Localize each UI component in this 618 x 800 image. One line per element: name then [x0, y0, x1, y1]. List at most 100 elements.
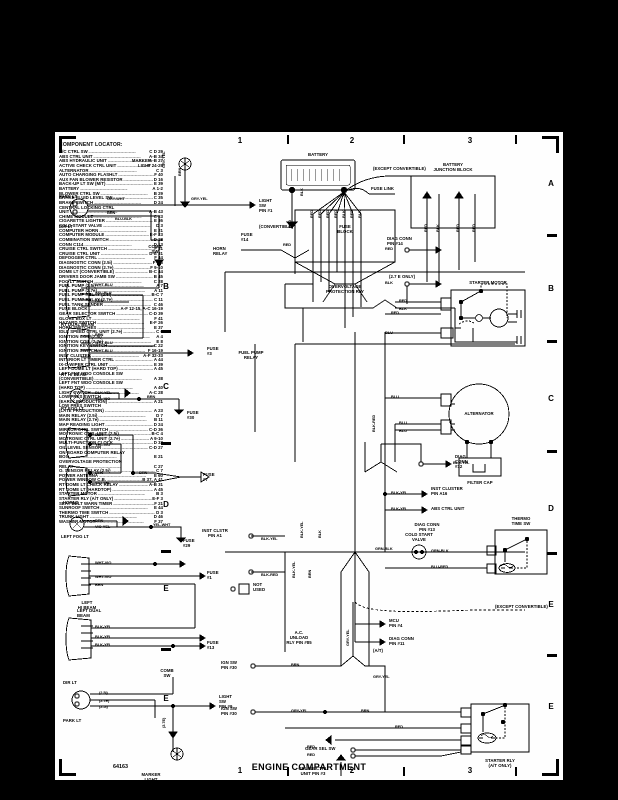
- wire-color-label: BRN: [95, 582, 104, 587]
- locator-entry: (CONVERTIBLE)...........................…: [59, 375, 163, 382]
- locator-entry-name: GLOVE BOX LT: [59, 315, 92, 321]
- locator-entry: ABS CTRL UNIT...........................…: [59, 154, 163, 160]
- locator-leader-dots: ........................................…: [98, 413, 146, 418]
- locator-entry-code: E-F 23: [149, 232, 163, 238]
- wire-color-label: VIO-YEL: [95, 480, 111, 485]
- locator-entry: FUEL PUMP RELAY (2.7e)..................…: [59, 297, 163, 303]
- locator-leader-dots: ........................................…: [100, 506, 148, 511]
- row-tick-left-1: [161, 330, 171, 333]
- locator-entry: FUEL TANK SENDER........................…: [59, 302, 163, 308]
- locator-leader-dots: ........................................…: [94, 214, 142, 219]
- locator-entry-name: IGNITION KEY SWITCH: [59, 343, 108, 349]
- fuse-label-fuse-13: FUSE#13: [207, 640, 219, 650]
- wire-color-label: BLK-YEL: [291, 561, 296, 578]
- wire-color-label: RED: [385, 246, 394, 251]
- locator-entry: OVERVOLTAGE PROTECTION: [59, 459, 163, 465]
- locator-entry-name: INTERIOR LT TIMER CTRL: [59, 357, 115, 363]
- wire-color-label: RED: [333, 209, 338, 218]
- locator-entry: LEFT FNT WDO CONSOLE SW: [59, 371, 163, 377]
- locator-entry-code: D 28: [153, 236, 163, 242]
- locator-entry-code: A 21: [153, 398, 163, 404]
- locator-leader-dots: ........................................…: [93, 200, 142, 205]
- locator-entry-code: D-E 31: [149, 250, 163, 256]
- locator-leader-dots: ........................................…: [93, 154, 141, 159]
- locator-entry: MAIN RELAY (2.5i).......................…: [59, 413, 163, 419]
- column-tick-a-bottom: [287, 767, 289, 776]
- locator-entry-code: E-F 3: [152, 495, 163, 501]
- locator-entry-name: DRIVERS DOOR JAMB SW: [59, 273, 115, 279]
- locator-leader-dots: ........................................…: [88, 307, 120, 312]
- component-locator-heading: COMPONENT LOCATOR:: [59, 142, 123, 148]
- fuse-label-fuse-29: FUSE#29: [183, 538, 195, 548]
- locator-entry-code: E-F 26: [149, 320, 163, 326]
- locator-entry-name: DIAGNOSTIC CONN (2.7e): [59, 264, 114, 270]
- locator-leader-dots: ........................................…: [115, 274, 153, 279]
- locator-entry-name: MAP READING LIGHT: [59, 421, 105, 427]
- locator-entry-code: E 8: [156, 338, 163, 344]
- locator-leader-dots: ........................................…: [92, 316, 140, 321]
- locator-leader-dots: ........................................…: [69, 210, 118, 215]
- wire-color-label: RED: [287, 219, 292, 228]
- locator-entry-name: LIGHT SWITCH: [59, 389, 91, 395]
- wire-color-label: GRY-YEL: [345, 629, 350, 646]
- locator-leader-dots: ........................................…: [116, 163, 147, 168]
- wire-color-label: VIO-YEL: [95, 524, 111, 529]
- locator-entry-name: (EARLY PRODUCTION): [59, 398, 108, 404]
- sheet-title-bar: ENGINE COMPARTMENT 64163: [55, 762, 563, 780]
- wire-color-label: WHT-BLU: [95, 340, 113, 345]
- locator-leader-dots: ........................................…: [94, 279, 142, 284]
- locator-entry-name: IGNITION COIL (2.7e): [59, 338, 103, 344]
- locator-entry: IDLE SPEED CTRL UNIT (2.7e).............…: [59, 330, 163, 335]
- locator-entry-name: LOW PRES SWITCH: [59, 403, 101, 409]
- locator-leader-dots: ........................................…: [108, 427, 149, 432]
- wire-color-label: BLK-YEL: [299, 521, 304, 538]
- locator-entry-code: A 11: [154, 287, 163, 293]
- locator-entry: (HARD TOP)..............................…: [59, 385, 163, 391]
- wire-color-label: WHT-VIO: [95, 574, 112, 579]
- locator-entry-name: OIL LEVEL SENSOR: [59, 445, 102, 450]
- wire-color-label: GRY-YEL: [373, 674, 390, 679]
- locator-entry-code: D 13: [153, 241, 163, 247]
- locator-entry: CONN C114...............................…: [59, 241, 163, 248]
- component-label-except-convertible-2: (EXCEPT CONVERTIBLE): [495, 604, 548, 609]
- locator-entry-name: CENTRAL LOCKING CTRL: [59, 204, 115, 210]
- wire-color-label: RED: [391, 310, 400, 315]
- component-label-starter-motor: STARTER MOTOR: [469, 280, 507, 285]
- locator-entry-name: COMPUTER MODULE: [59, 232, 105, 238]
- wire-color-label: BLK-YEL: [95, 390, 112, 395]
- locator-entry: POWER ANTENNA...........................…: [59, 473, 163, 479]
- fuse-label-fuse-14: FUSE#14: [241, 232, 253, 242]
- component-label-starter-rly: STARTER RLY(A/T ONLY): [485, 758, 515, 768]
- locator-entry-name: FUEL PUMP RELAY (2.5i): [59, 292, 112, 298]
- wire-color-label: GRY-YEL: [161, 151, 166, 168]
- locator-entry: MIRROR CTRL SWITCH......................…: [59, 427, 163, 433]
- locator-leader-dots: ........................................…: [114, 270, 149, 275]
- locator-leader-dots: ........................................…: [106, 478, 142, 483]
- frame-corner-top-left: [59, 136, 76, 153]
- locator-entry-code: A-B 31: [149, 482, 163, 487]
- locator-entry: INTERIOR LT TIMER CTRL..................…: [59, 357, 163, 363]
- locator-entry-name: IGNITION SWITCH: [59, 347, 98, 353]
- locator-entry-code: F 37: [154, 519, 163, 524]
- locator-entry: COMBINATION SWITCH......................…: [59, 236, 163, 243]
- row-tick-right-5: [547, 654, 557, 657]
- locator-leader-dots: ........................................…: [118, 483, 149, 487]
- column-label-2: 2: [349, 136, 355, 145]
- component-label-park-lt-bottom: PARK LT: [63, 718, 82, 723]
- locator-entry-name: (CONVERTIBLE): [59, 375, 94, 381]
- fuse-label-fuse-1: FUSE#1: [207, 570, 219, 580]
- locator-leader-dots: ........................................…: [122, 330, 156, 335]
- column-tick-c-bottom: [515, 767, 517, 776]
- locator-leader-dots: ........................................…: [105, 422, 153, 427]
- wire-color-label: (2.5i): [99, 704, 108, 709]
- component-label-left-fog-lt: LEFT FOG LT: [61, 534, 89, 539]
